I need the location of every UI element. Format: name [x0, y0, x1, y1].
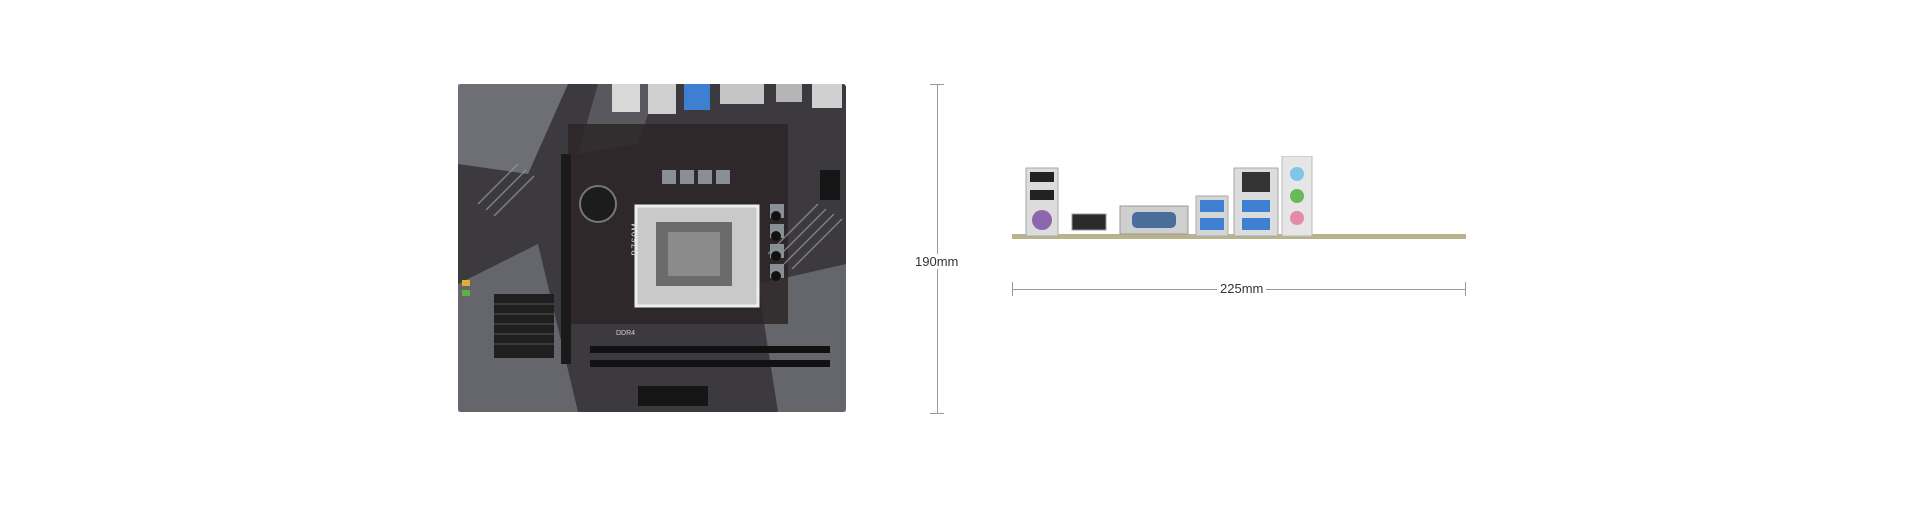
board-model-silkscreen: B760M: [629, 222, 640, 256]
motherboard-image: B760M DDR4: [458, 78, 846, 412]
rear-io-image: [1012, 155, 1466, 242]
width-label: 225mm: [1217, 281, 1267, 296]
motherboard-icon: [458, 78, 846, 412]
height-dimension: [930, 84, 950, 414]
rear-io-panel-icon: [1012, 155, 1466, 239]
height-label: 190mm: [912, 254, 962, 269]
memory-silkscreen: DDR4: [616, 330, 636, 337]
